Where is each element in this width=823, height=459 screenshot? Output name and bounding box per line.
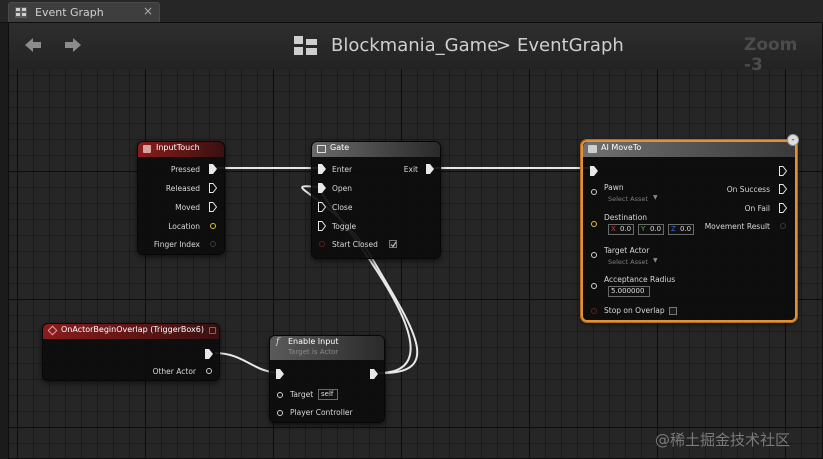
object-pin-icon[interactable] xyxy=(591,252,597,258)
node-subtitle: Target is Actor xyxy=(288,348,339,356)
tab-bar: Event Graph × xyxy=(0,0,823,23)
tab-event-graph[interactable]: Event Graph × xyxy=(8,2,160,22)
pin-label-pressed: Pressed xyxy=(170,165,200,174)
chevron-down-icon: ▼ xyxy=(653,194,658,201)
blueprint-graph-icon xyxy=(294,36,317,55)
pin-label-released: Released xyxy=(165,184,200,193)
exec-pin-icon[interactable] xyxy=(779,166,787,176)
ai-icon xyxy=(588,145,597,153)
stop-on-overlap-checkbox[interactable] xyxy=(669,307,677,315)
tab-label: Event Graph xyxy=(35,6,104,19)
exec-pin-icon[interactable] xyxy=(426,164,434,174)
node-title: Gate xyxy=(330,143,350,152)
bool-pin-icon[interactable] xyxy=(319,241,325,247)
vector-pin-icon[interactable] xyxy=(210,223,216,229)
close-icon[interactable]: × xyxy=(142,4,153,18)
pin-label-target-actor: Target Actor xyxy=(604,246,650,255)
node-on-actor-begin-overlap[interactable]: OnActorBeginOverlap (TriggerBox6) Other … xyxy=(42,323,220,381)
enum-pin-icon[interactable] xyxy=(780,223,786,229)
exec-pin-icon[interactable] xyxy=(318,221,326,231)
node-gate[interactable]: Gate Enter Exit Open Close Toggle Start … xyxy=(311,141,441,259)
enum-pin-icon[interactable] xyxy=(210,241,216,247)
destination-x-field[interactable]: X 0.0 xyxy=(608,224,634,235)
chevron-down-icon: ▼ xyxy=(653,257,658,264)
pin-label-stop-on-overlap: Stop on Overlap xyxy=(604,306,665,315)
start-closed-checkbox[interactable] xyxy=(389,240,397,248)
pin-label-player-controller: Player Controller xyxy=(290,408,353,417)
pin-label-open: Open xyxy=(332,184,353,193)
event-icon xyxy=(143,145,151,153)
pin-label-pawn: Pawn xyxy=(604,183,624,192)
exec-pin-icon[interactable] xyxy=(209,183,217,193)
vector-pin-icon[interactable] xyxy=(591,221,597,227)
forward-arrow-icon[interactable] xyxy=(63,35,83,55)
function-icon: f xyxy=(276,337,280,347)
exec-pin-icon[interactable] xyxy=(205,349,213,359)
exec-pin-icon[interactable] xyxy=(209,202,217,212)
pin-label-finger-index: Finger Index xyxy=(153,240,200,249)
node-title: InputTouch xyxy=(156,143,200,152)
breadcrumb-separator: > xyxy=(496,35,512,56)
exec-pin-icon[interactable] xyxy=(779,184,787,194)
node-header xyxy=(270,336,384,360)
node-title: AI MoveTo xyxy=(601,143,642,152)
exec-pin-icon[interactable] xyxy=(209,164,217,174)
node-title: OnActorBeginOverlap (TriggerBox6) xyxy=(61,325,204,334)
exec-pin-icon[interactable] xyxy=(590,166,598,176)
gate-icon xyxy=(317,145,326,153)
event-graph-icon xyxy=(15,7,27,18)
object-pin-icon[interactable] xyxy=(277,392,283,398)
breadcrumb-blueprint[interactable]: Blockmania_Game xyxy=(331,35,499,56)
pin-label-enter: Enter xyxy=(332,165,353,174)
destination-y-field[interactable]: Y 0.0 xyxy=(638,224,664,235)
node-header xyxy=(312,142,440,157)
pin-label-on-fail: On Fail xyxy=(744,204,770,213)
node-header xyxy=(43,324,219,339)
target-actor-asset-dropdown[interactable]: Select Asset xyxy=(608,258,648,266)
acceptance-radius-field[interactable]: 5.000000 xyxy=(608,286,650,297)
exec-pin-icon[interactable] xyxy=(318,183,326,193)
node-input-touch[interactable]: InputTouch Pressed Released Moved Locati… xyxy=(137,141,225,255)
pin-label-location: Location xyxy=(168,222,200,231)
pin-label-other-actor: Other Actor xyxy=(152,367,196,376)
object-pin-icon[interactable] xyxy=(206,368,212,374)
pin-label-movement-result: Movement Result xyxy=(704,222,770,231)
zoom-level: Zoom -3 xyxy=(744,35,798,75)
delegate-pin-icon[interactable] xyxy=(209,327,216,334)
pin-label-start-closed: Start Closed xyxy=(332,240,378,249)
pawn-asset-dropdown[interactable]: Select Asset xyxy=(608,195,648,203)
graph-title-bar: Blockmania_Game > EventGraph Zoom -3 xyxy=(9,23,822,75)
back-arrow-icon[interactable] xyxy=(23,35,43,55)
pin-label-exit: Exit xyxy=(403,165,418,174)
pin-label-toggle: Toggle xyxy=(332,222,357,231)
pin-label-close: Close xyxy=(332,203,353,212)
pin-label-acceptance-radius: Acceptance Radius xyxy=(604,275,676,284)
pin-label-destination: Destination xyxy=(604,213,648,222)
graph-canvas[interactable]: Blockmania_Game > EventGraph Zoom -3 Inp… xyxy=(8,22,823,459)
pin-label-on-success: On Success xyxy=(726,185,770,194)
destination-z-field[interactable]: Z 0.0 xyxy=(668,224,694,235)
object-pin-icon[interactable] xyxy=(591,189,597,195)
pin-label-moved: Moved xyxy=(175,203,200,212)
node-ai-move-to[interactable]: AI MoveTo Pawn Select Asset ▼ On Success… xyxy=(581,140,797,322)
node-title: Enable Input xyxy=(288,337,339,346)
checkmark-icon xyxy=(390,241,397,248)
target-self-field[interactable]: self xyxy=(318,389,338,400)
watermark: @稀土掘金技术社区 xyxy=(655,431,791,449)
breadcrumb-graph: EventGraph xyxy=(517,35,624,56)
exec-pin-icon[interactable] xyxy=(318,202,326,212)
exec-pin-icon[interactable] xyxy=(370,369,378,379)
collapse-button[interactable]: - xyxy=(787,134,799,146)
pin-label-target: Target xyxy=(290,390,314,399)
node-header xyxy=(138,142,224,157)
bool-pin-icon[interactable] xyxy=(591,308,597,314)
exec-pin-icon[interactable] xyxy=(276,369,284,379)
exec-pin-icon[interactable] xyxy=(779,203,787,213)
node-enable-input[interactable]: f Enable Input Target is Actor Target se… xyxy=(269,335,385,423)
exec-pin-icon[interactable] xyxy=(318,164,326,174)
object-pin-icon[interactable] xyxy=(277,410,283,416)
node-header xyxy=(583,142,795,157)
float-pin-icon[interactable] xyxy=(591,283,597,289)
